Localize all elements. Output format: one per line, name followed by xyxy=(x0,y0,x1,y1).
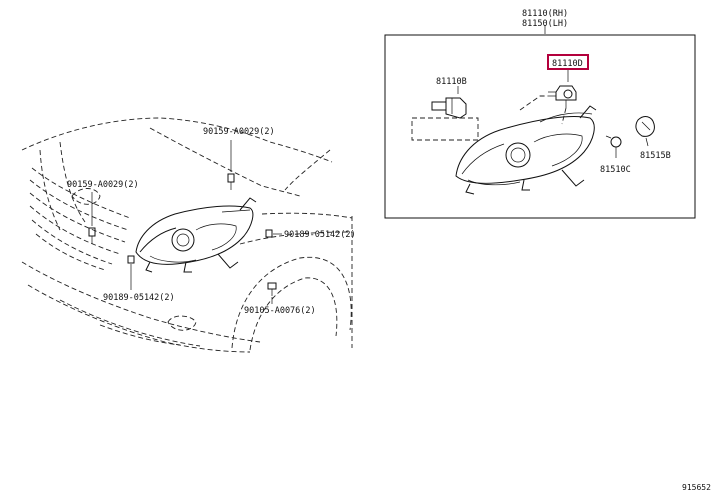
fastener-nut-right xyxy=(265,229,282,238)
headlamp-exploded xyxy=(455,95,597,195)
bulb-icon xyxy=(548,85,577,108)
label-assembly-rh: 81110(RH) xyxy=(522,9,568,19)
clip-icon xyxy=(605,135,622,158)
fastener-bolt-top xyxy=(227,140,235,190)
label-clip: 81510C xyxy=(600,165,631,175)
bulb-highlight-box[interactable] xyxy=(547,54,589,70)
fastener-bolt-left xyxy=(88,192,96,244)
assembly-box xyxy=(384,25,696,219)
cap-icon xyxy=(635,116,655,147)
headlamp-installed xyxy=(135,197,257,273)
fastener-screw-fender xyxy=(267,282,277,304)
drawing-code: 915652 xyxy=(682,483,711,492)
fastener-nut-bottom xyxy=(127,255,135,290)
label-nut-right: 90189-05142(2) xyxy=(284,230,356,240)
label-cap: 81515B xyxy=(640,151,671,161)
socket-icon xyxy=(431,97,467,119)
label-nut-bottom: 90189-05142(2) xyxy=(103,293,175,303)
label-screw-fender: 90105-A0076(2) xyxy=(244,306,316,316)
label-socket: 81110B xyxy=(436,77,467,87)
label-assembly-lh: 81150(LH) xyxy=(522,19,568,29)
label-bolt-top: 90159-A0029(2) xyxy=(203,127,275,137)
label-bulb: 81110D xyxy=(552,59,583,69)
label-bolt-left: 90159-A0029(2) xyxy=(67,180,139,190)
vehicle-front-outline xyxy=(21,117,353,353)
